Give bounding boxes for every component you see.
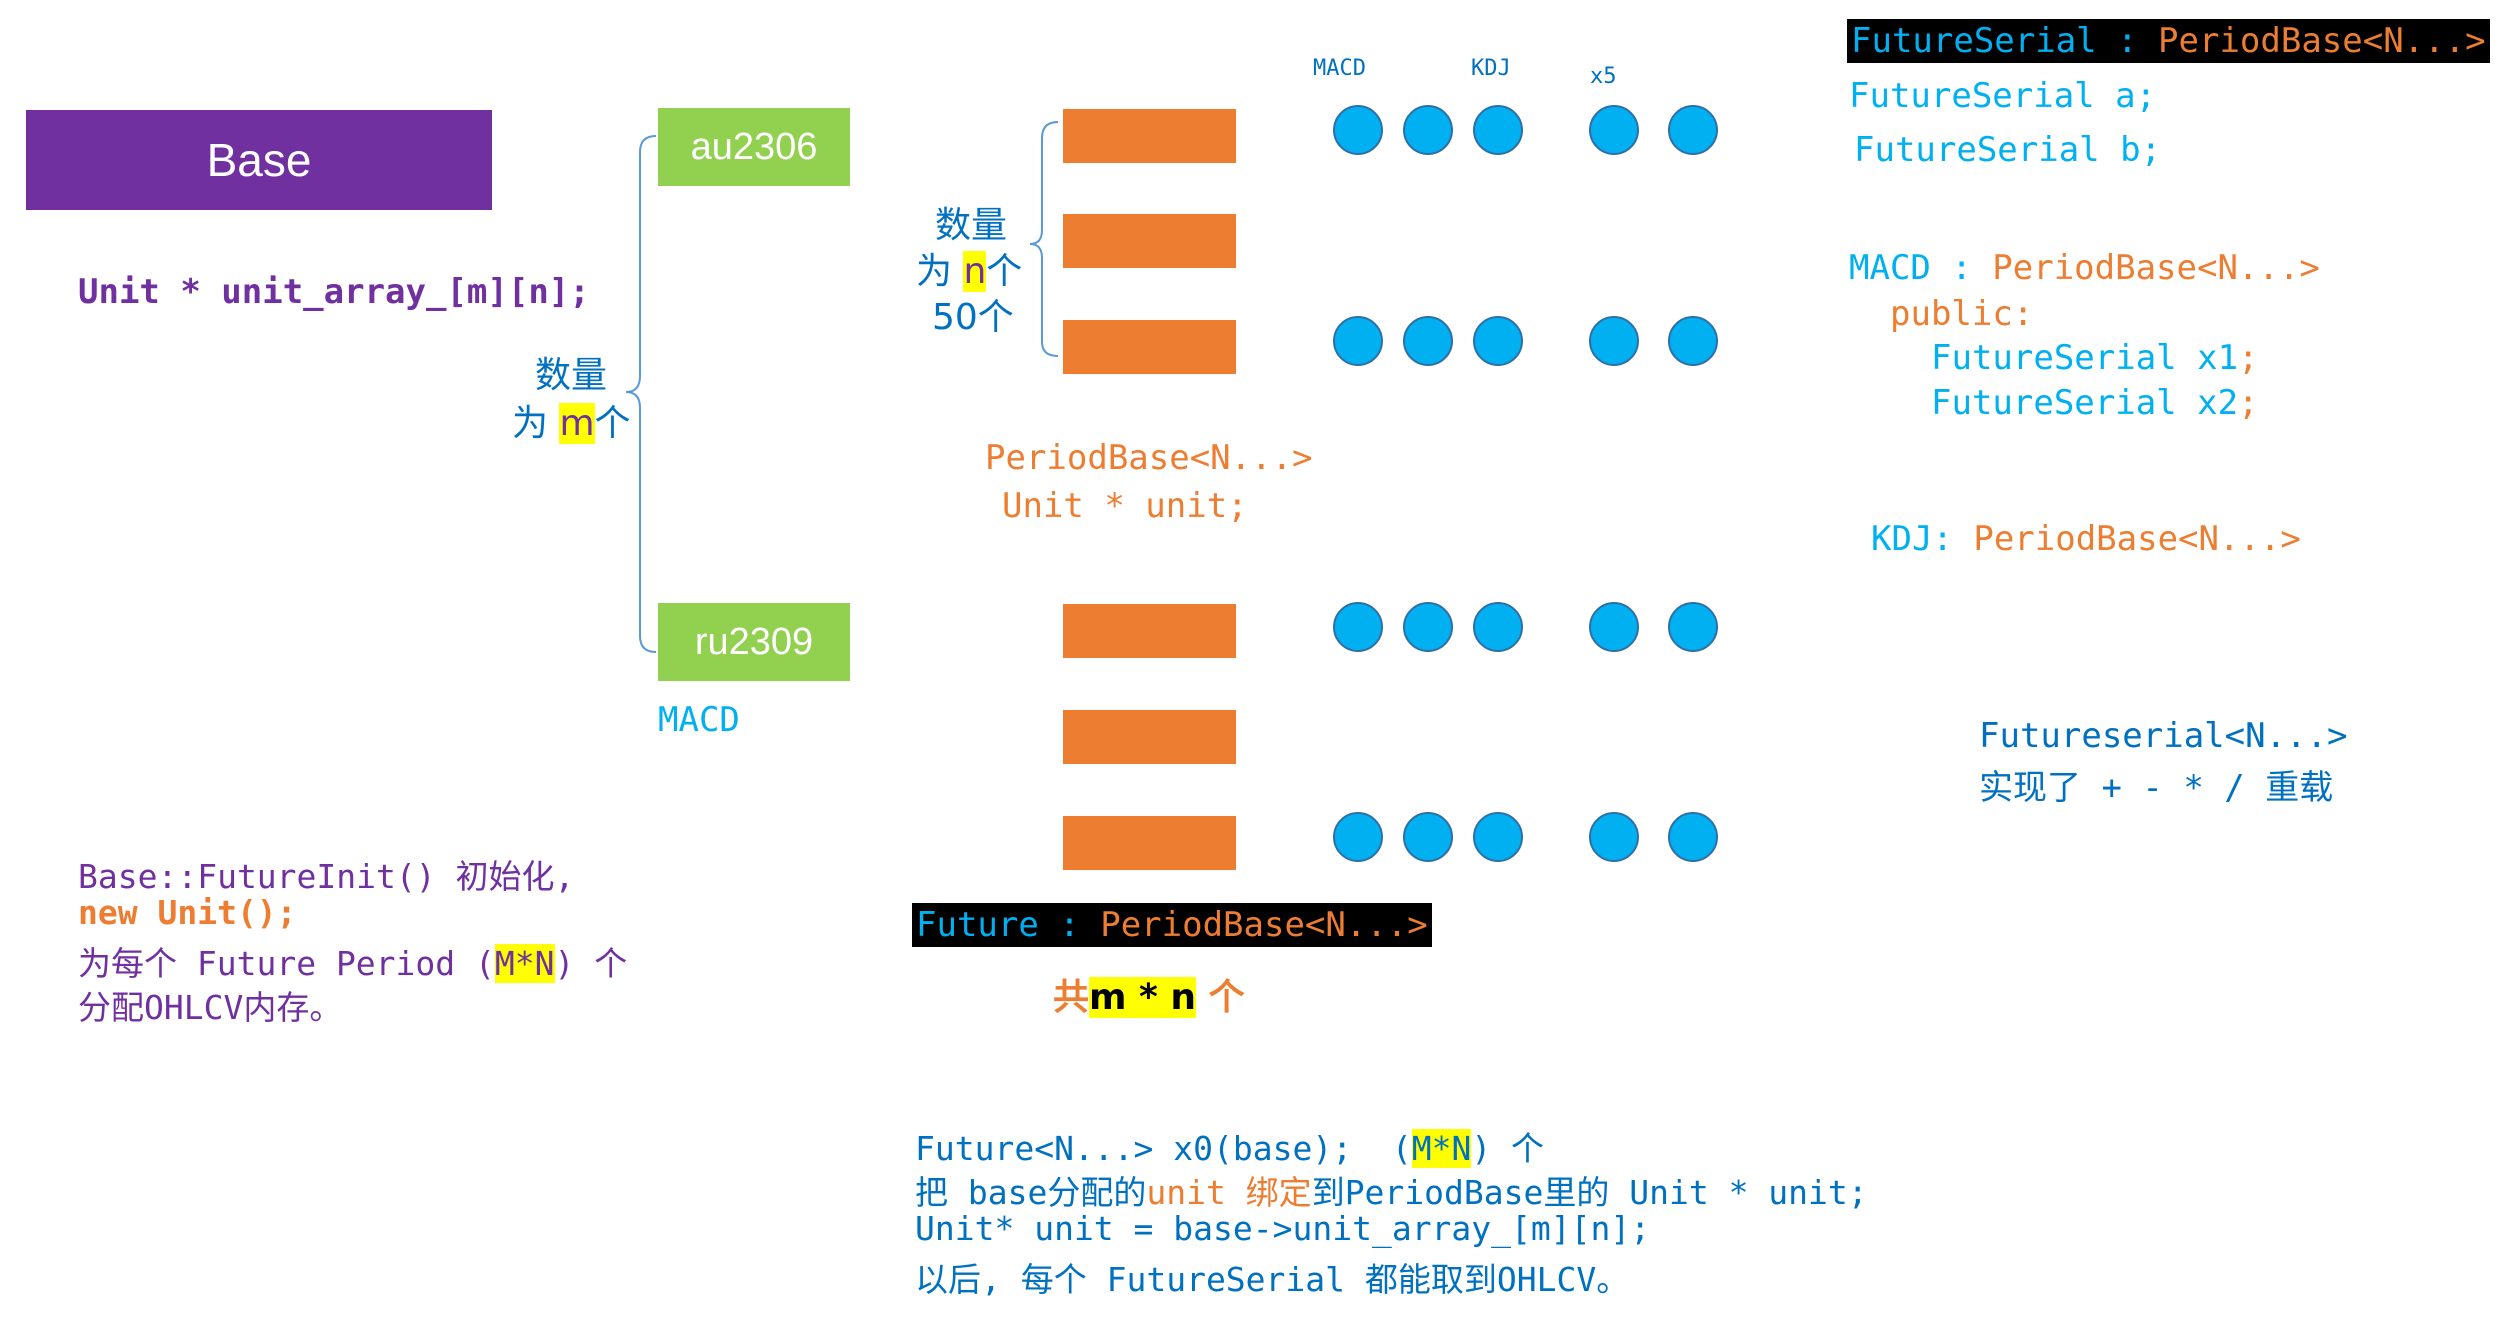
indicator-dot [1403, 812, 1453, 862]
indicator-dot [1589, 812, 1639, 862]
init-note-line3-prefix: 为每个 Future Period ( [78, 944, 495, 983]
future-serial-header-class: FutureSerial : [1851, 21, 2159, 61]
macd-member-x2-decl: FutureSerial x2 [1931, 383, 2239, 423]
period-bar [1063, 710, 1236, 764]
future-serial-header: FutureSerial : PeriodBase<N...> [1847, 19, 2490, 63]
init-note-line3-highlight: M*N [494, 944, 555, 983]
init-note-line2: new Unit(); [78, 893, 297, 932]
instrument-label: au2306 [690, 125, 818, 168]
total-suffix: 个 [1196, 977, 1245, 1018]
init-note-line3: 为每个 Future Period (M*N) 个 [78, 937, 627, 985]
n-brace [1029, 121, 1059, 357]
m-count-line1: 数量 [535, 355, 608, 396]
bottom-note-line1: Future<N...> x0(base); (M*N) 个 [915, 1122, 1544, 1170]
init-note-line1: Base::FutureInit() 初始化, [78, 857, 575, 896]
future-serial-header-base: PeriodBase<N...> [2158, 21, 2486, 61]
base-box: Base [26, 110, 492, 210]
indicator-dot [1668, 602, 1718, 652]
futureserial-impl-line2: 实现了 + - * / 重载 [1979, 768, 2334, 808]
m-count-prefix: 为 [512, 403, 560, 444]
bottom-note-line3: Unit* unit = base->unit_array_[m][n]; [915, 1209, 1651, 1248]
macd-member-x1-decl: FutureSerial x1 [1931, 338, 2239, 378]
total-prefix: 共 [1053, 977, 1090, 1018]
indicator-label-kdj: KDJ [1471, 56, 1511, 81]
period-base-line1: PeriodBase<N...> [985, 438, 1313, 478]
macd-class-name: MACD : [1849, 248, 1993, 288]
indicator-dot [1333, 812, 1383, 862]
instrument-box-ru2309: ru2309 [658, 603, 850, 681]
period-bar [1063, 816, 1236, 870]
macd-label-under-ru: MACD [658, 700, 740, 740]
n-count-highlight: n [963, 251, 987, 292]
macd-class-base: PeriodBase<N...> [1992, 248, 2320, 288]
macd-class-decl: MACD : PeriodBase<N...> [1849, 248, 2320, 288]
indicator-label-x5: x5 [1590, 64, 1617, 89]
bottom-note-line2-b: unit 绑定 [1146, 1173, 1312, 1212]
period-bar [1063, 109, 1236, 163]
indicator-dot [1668, 105, 1718, 155]
indicator-dot [1473, 105, 1523, 155]
m-count-highlight: m [559, 403, 595, 444]
macd-member-x1: FutureSerial x1; [1931, 338, 2259, 378]
future-header-class: Future : [916, 905, 1101, 945]
bottom-note-line1-prefix: Future<N...> x0(base); ( [915, 1129, 1412, 1168]
future-header: Future : PeriodBase<N...> [912, 903, 1432, 947]
indicator-dot [1473, 602, 1523, 652]
total-count: 共m * n 个 [1053, 968, 1245, 1020]
macd-member-x1-semicolon: ; [2238, 338, 2259, 378]
kdj-class-base: PeriodBase<N...> [1973, 519, 2301, 559]
m-count-suffix: 个 [594, 403, 631, 444]
bottom-note-line1-suffix: ) 个 [1471, 1129, 1545, 1168]
indicator-dot [1403, 602, 1453, 652]
kdj-class-decl: KDJ: PeriodBase<N...> [1871, 519, 2301, 559]
indicator-dot [1333, 316, 1383, 366]
indicator-dot [1589, 316, 1639, 366]
futureserial-impl-line1: Futureserial<N...> [1979, 716, 2348, 756]
m-count-line2: 为 m个 [512, 394, 631, 446]
period-base-line2: Unit * unit; [1002, 486, 1248, 526]
kdj-class-name: KDJ: [1871, 519, 1974, 559]
indicator-dot [1668, 316, 1718, 366]
init-note-line4: 分配OHLCV内存。 [78, 988, 343, 1027]
indicator-dot [1668, 812, 1718, 862]
n-count-line2: 为 n个 [916, 242, 1022, 294]
init-note-line3-suffix: ) 个 [554, 944, 628, 983]
future-header-base: PeriodBase<N...> [1100, 905, 1428, 945]
bottom-note-line2: 把 base分配的unit 绑定到PeriodBase里的 Unit * uni… [915, 1166, 1868, 1214]
base-label: Base [206, 134, 312, 186]
indicator-dot [1589, 602, 1639, 652]
n-count-line3: 50个 [932, 297, 1014, 338]
n-count-line1: 数量 [935, 205, 1008, 246]
indicator-dot [1333, 105, 1383, 155]
period-bar [1063, 320, 1236, 374]
indicator-dot [1403, 105, 1453, 155]
instrument-box-au2306: au2306 [658, 108, 850, 186]
macd-public: public: [1890, 294, 2034, 334]
future-serial-b: FutureSerial b; [1854, 130, 2162, 170]
bottom-note-line4: 以后, 每个 FutureSerial 都能取到OHLCV。 [915, 1260, 1630, 1299]
instrument-label: ru2309 [694, 620, 814, 663]
m-brace [625, 135, 657, 653]
total-highlight: m * n [1089, 977, 1197, 1018]
n-count-prefix: 为 [916, 251, 964, 292]
macd-member-x2-semicolon: ; [2238, 383, 2259, 423]
macd-member-x2: FutureSerial x2; [1931, 383, 2259, 423]
n-count-suffix: 个 [986, 251, 1023, 292]
indicator-dot [1333, 602, 1383, 652]
bottom-note-line2-a: 把 base分配的 [915, 1173, 1147, 1212]
indicator-dot [1403, 316, 1453, 366]
period-bar [1063, 214, 1236, 268]
bottom-note-line1-highlight: M*N [1411, 1129, 1472, 1168]
indicator-label-macd: MACD [1313, 56, 1366, 81]
indicator-dot [1473, 316, 1523, 366]
future-serial-a: FutureSerial a; [1849, 76, 2157, 116]
indicator-dot [1589, 105, 1639, 155]
indicator-dot [1473, 812, 1523, 862]
bottom-note-line2-c: 到PeriodBase里的 Unit * unit; [1311, 1173, 1868, 1212]
period-bar [1063, 604, 1236, 658]
unit-array-declaration: Unit * unit_array_[m][n]; [78, 272, 590, 312]
